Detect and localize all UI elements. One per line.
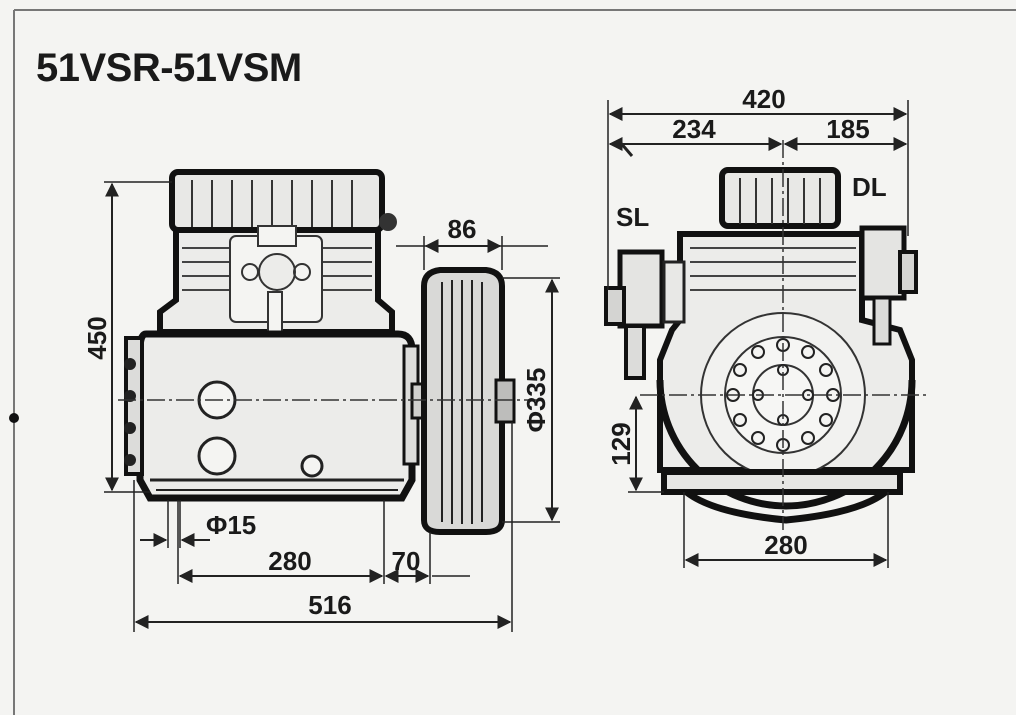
dim-pulley-diameter: Φ335 bbox=[502, 277, 560, 523]
end-cylinder-head bbox=[719, 167, 841, 229]
side-pulley bbox=[421, 267, 516, 535]
dim-overall-length: 516 bbox=[133, 422, 513, 632]
end-base-plate bbox=[661, 469, 903, 495]
dim-end-foot-spacing-label: 280 bbox=[764, 530, 807, 560]
discharge-line-label: DL bbox=[852, 172, 887, 202]
dim-overall-length-label: 516 bbox=[308, 590, 351, 620]
dim-shaft-height: 129 bbox=[606, 395, 664, 493]
dim-split-width: 234 185 bbox=[608, 114, 908, 157]
dim-height-label: 450 bbox=[82, 316, 112, 359]
dim-foot-to-pulley-label: 70 bbox=[392, 546, 421, 576]
side-cylinder-block bbox=[157, 225, 395, 351]
sheet-border bbox=[9, 9, 1016, 715]
dim-end-foot-spacing: 280 bbox=[683, 492, 889, 568]
side-view: 450 86 Φ335 Φ1 bbox=[82, 169, 560, 632]
dim-overall-width-label: 420 bbox=[742, 84, 785, 114]
dim-hole-diameter-label: Φ15 bbox=[206, 510, 256, 540]
dim-height-450: 450 bbox=[82, 181, 172, 493]
end-view: SL DL 420 234 185 129 bbox=[604, 84, 930, 568]
dim-shaft-height-label: 129 bbox=[606, 422, 636, 465]
side-cylinder-head bbox=[169, 169, 397, 233]
dim-foot-spacing: 280 70 bbox=[177, 500, 470, 584]
dim-pulley-width-86: 86 bbox=[396, 214, 548, 270]
model-title: 51VSR-51VSM bbox=[36, 46, 302, 90]
suction-line-label: SL bbox=[616, 202, 649, 232]
dim-hole-diameter: Φ15 bbox=[140, 500, 256, 548]
suction-valve bbox=[604, 249, 686, 380]
dim-right-width-label: 185 bbox=[826, 114, 869, 144]
side-crankcase bbox=[124, 330, 420, 502]
dim-pulley-diameter-label: Φ335 bbox=[521, 368, 551, 433]
discharge-valve bbox=[859, 225, 918, 346]
dim-foot-spacing-label: 280 bbox=[268, 546, 311, 576]
dim-pulley-width-label: 86 bbox=[448, 214, 477, 244]
dim-overall-width: 420 bbox=[607, 84, 909, 290]
dim-left-width-label: 234 bbox=[672, 114, 716, 144]
